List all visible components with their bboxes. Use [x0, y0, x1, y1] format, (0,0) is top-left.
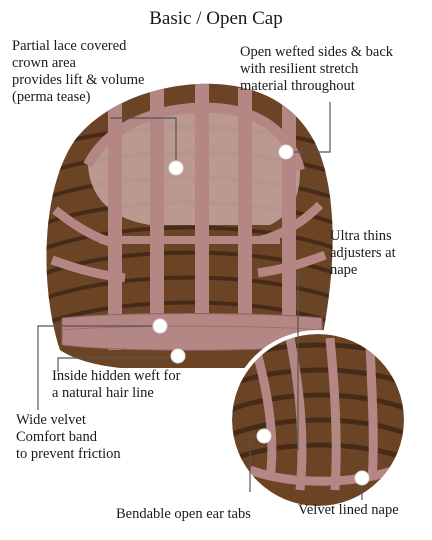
label-hidden-weft: Inside hidden weft for a natural hair li… [52, 368, 181, 401]
leader-lines [37, 102, 363, 500]
callout-dots [152, 144, 370, 486]
label-ear-tabs: Bendable open ear tabs [116, 506, 251, 522]
label-lace-crown: Partial lace covered crown area provides… [12, 38, 145, 105]
label-velvet-band: Wide velvet Comfort band to prevent fric… [16, 412, 121, 462]
diagram-title: Basic / Open Cap [149, 8, 283, 29]
main-cap-wefts [46, 84, 333, 350]
label-velvet-nape: Velvet lined nape [298, 502, 399, 518]
inset-nape-view [232, 334, 404, 506]
label-adjusters: Ultra thins adjusters at nape [330, 228, 396, 278]
label-open-wefted: Open wefted sides & back with resilient … [240, 44, 394, 94]
